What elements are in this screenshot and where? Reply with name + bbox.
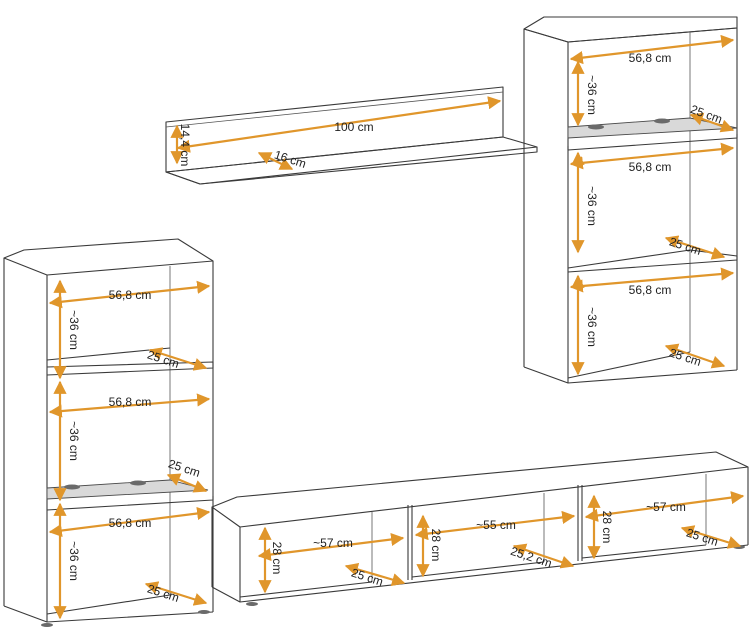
tv-stand: [211, 451, 749, 606]
right-cabinet-height-mid-label: ~36 cm: [585, 186, 599, 226]
wall-shelf-width-label: 100 cm: [334, 120, 373, 134]
tv-stand-left-depth-label: 25 cm: [350, 565, 385, 588]
left-cabinet-width-top-arrow: [48, 280, 211, 309]
tv-stand-right-depth-arrow: [680, 525, 742, 549]
right-cabinet-depth-glass-arrow: [689, 112, 735, 133]
tv-stand-center-depth-arrow: [512, 543, 575, 569]
left-cabinet-top: [3, 238, 214, 276]
tv-stand-right-height-label: 28 cm: [600, 511, 614, 544]
left-cabinet-width-bottom-arrow: [48, 506, 211, 538]
left-cabinet-height-mid-label: ~36 cm: [67, 421, 81, 461]
tv-stand-center-height-label: 28 cm: [429, 529, 443, 562]
right-cabinet-depth-bottom-label: 25 cm: [668, 345, 703, 368]
right-cabinet-depth-mid-label: 25 cm: [668, 234, 703, 257]
left-cabinet-width-mid-label: 56,8 cm: [109, 395, 152, 409]
right-cabinet-depth-bottom-arrow: [664, 343, 726, 369]
right-cabinet-width-bottom-label: 56,8 cm: [629, 283, 672, 297]
left-cabinet-depth-bottom-label: 25 cm: [146, 581, 181, 604]
tv-stand-center-width-label: ~55 cm: [476, 518, 516, 532]
right-cabinet-height-top-label: ~36 cm: [585, 75, 599, 115]
right-cabinet-depth-mid-arrow: [664, 235, 726, 260]
right-cabinet-width-bottom-arrow: [569, 267, 735, 293]
left-cabinet-depth-top-arrow: [148, 347, 208, 371]
tv-stand-left-width-label: ~57 cm: [313, 536, 353, 550]
left-cabinet-width-mid-arrow: [48, 393, 211, 418]
wall-shelf-height-label: 14,4 cm: [178, 124, 192, 167]
right-cabinet-width-top-arrow: [569, 34, 735, 65]
left-cabinet-depth-glass-arrow: [166, 473, 208, 493]
wall-shelf-width-arrow: [176, 96, 502, 153]
left-cabinet-width-bottom-label: 56,8 cm: [109, 516, 152, 530]
right-cabinet-width-mid-label: 56,8 cm: [629, 160, 672, 174]
tv-stand-left-width-arrow: [257, 532, 405, 562]
left-cabinet-height-top-label: ~36 cm: [67, 310, 81, 350]
tv-stand-left-height-label: 28 cm: [270, 542, 284, 575]
tv-stand-center-depth-label: 25,2 cm: [509, 544, 554, 571]
tv-stand-right-width-arrow: [584, 491, 745, 522]
right-cabinet-width-mid-arrow: [569, 142, 735, 170]
tv-stand-right-width-label: ~57 cm: [646, 500, 686, 514]
right-cabinet-width-top-label: 56,8 cm: [629, 51, 672, 65]
left-cabinet-depth-bottom-arrow: [144, 581, 208, 606]
right-cabinet: [523, 16, 738, 384]
wall-shelf-depth-arrow: [257, 152, 294, 170]
left-cabinet-height-bottom-label: ~36 cm: [67, 541, 81, 581]
left-cabinet-width-top-label: 56,8 cm: [109, 288, 152, 302]
tv-stand-left-depth-arrow: [344, 563, 406, 586]
tv-stand-center-width-arrow: [414, 510, 576, 541]
left-cabinet-depth-top-label: 25 cm: [146, 347, 181, 370]
tv-stand-top: [211, 451, 749, 528]
wall-shelf-board: [165, 136, 538, 185]
right-cabinet-height-bottom-label: ~36 cm: [585, 307, 599, 347]
wall-shelf-front-edge: [199, 147, 538, 185]
wall-shelf: [165, 86, 538, 185]
